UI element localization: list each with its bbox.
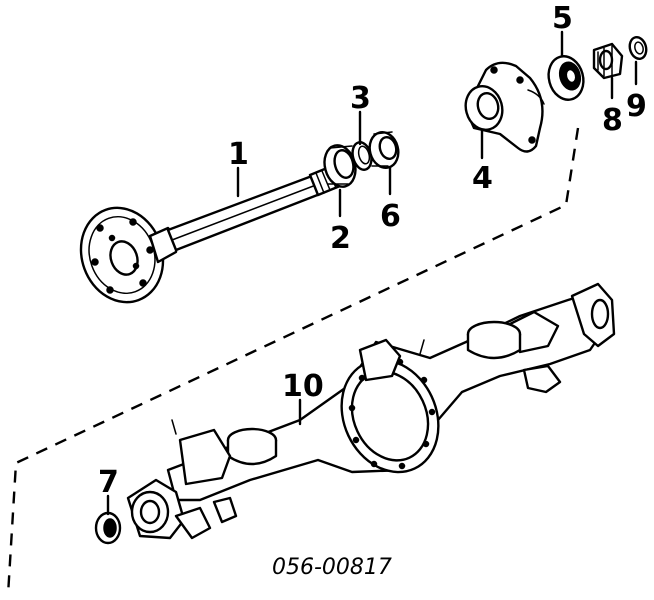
callout-6: 6 [380, 199, 401, 234]
axle-housing [126, 282, 616, 540]
snap-ring [628, 35, 648, 61]
leader-lines [106, 30, 638, 516]
callout-1: 1 [228, 137, 249, 172]
bearing-retainer [464, 61, 545, 153]
callout-7: 7 [98, 465, 119, 500]
lock-nut [592, 42, 624, 80]
callout-5: 5 [552, 1, 573, 36]
callout-3: 3 [350, 81, 371, 116]
callout-8: 8 [602, 103, 623, 138]
part-number: 056-00817 [272, 555, 392, 580]
housing-seal [94, 511, 122, 545]
callout-2: 2 [330, 221, 351, 256]
axle-shaft [79, 164, 342, 304]
callout-4: 4 [472, 161, 493, 196]
outer-bearing [547, 55, 585, 101]
oil-seal [368, 131, 400, 169]
callout-9: 9 [626, 89, 647, 124]
callout-10: 10 [282, 369, 324, 404]
assembly-boundary [6, 127, 580, 596]
